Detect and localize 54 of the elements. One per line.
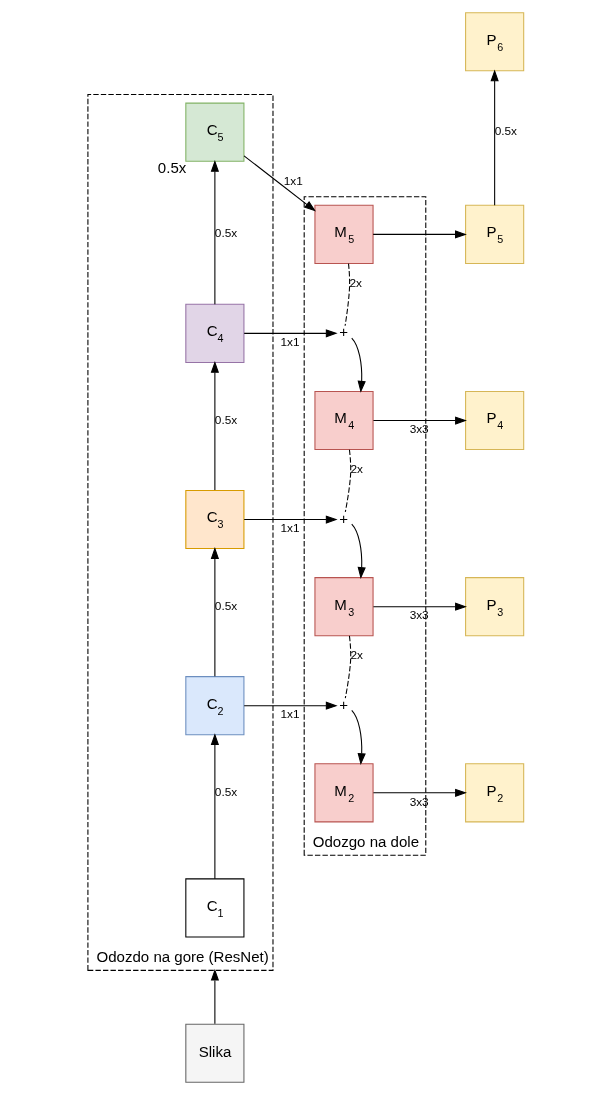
node-box: C$_{3}$ — [185, 489, 245, 550]
edge-label: 0.5x — [494, 124, 517, 139]
node-box: M$_{3}$ — [314, 577, 374, 637]
node-label: 0.5x — [157, 159, 187, 177]
arrow — [210, 547, 220, 677]
edge-label: 2x — [350, 462, 363, 477]
arrow — [210, 360, 220, 491]
edge-label: 0.5x — [214, 226, 238, 241]
node-box: Slika — [185, 1023, 245, 1083]
node-box: C$_{4}$ — [185, 303, 245, 363]
connector — [344, 635, 352, 699]
node-text: + — [339, 323, 348, 341]
arrow — [490, 69, 499, 206]
edge-label: 1x1 — [280, 521, 300, 536]
edge-label: 2x — [350, 648, 363, 663]
connector — [344, 263, 351, 327]
edge-label: 0.5x — [214, 784, 238, 799]
edge-label: 3x3 — [409, 422, 429, 437]
arrow — [372, 416, 467, 425]
node-box: P$_{4}$ — [465, 390, 525, 451]
edge-label: 1x1 — [283, 173, 303, 188]
arrow — [351, 523, 366, 579]
edge-label: 3x3 — [409, 608, 429, 623]
arrow — [372, 602, 467, 611]
edge-label: 3x3 — [409, 794, 429, 809]
node-box: M$_{4}$ — [314, 390, 374, 451]
arrow — [243, 155, 316, 212]
node-box: C$_{2}$ — [185, 676, 245, 736]
connector — [344, 449, 352, 513]
node-box: P$_{6}$ — [465, 12, 525, 72]
edge-label: 2x — [349, 275, 362, 290]
edge-label: 1x1 — [280, 707, 300, 722]
node-box: M$_{2}$ — [314, 763, 374, 823]
node-box: C$_{1}$ — [185, 878, 245, 938]
arrow — [372, 788, 467, 797]
edge-label: 0.5x — [214, 412, 238, 427]
node-box: P$_{3}$ — [465, 577, 525, 637]
arrow — [210, 968, 220, 1025]
arrow — [210, 733, 220, 880]
node-box: C$_{5}$ — [185, 102, 245, 162]
arrow — [210, 159, 220, 305]
arrow — [243, 701, 338, 710]
node-text: + — [339, 695, 348, 713]
arrow — [243, 515, 338, 524]
edge-label: 0.5x — [214, 598, 238, 613]
edge-label: 1x1 — [280, 335, 300, 350]
arrow — [243, 329, 338, 338]
node-box: P$_{2}$ — [465, 763, 525, 823]
arrow — [351, 709, 366, 766]
arrow — [372, 230, 467, 239]
node-box: M$_{5}$ — [314, 204, 374, 264]
node-text: + — [339, 509, 348, 527]
node-box: P$_{5}$ — [465, 204, 525, 264]
arrow — [351, 337, 366, 393]
